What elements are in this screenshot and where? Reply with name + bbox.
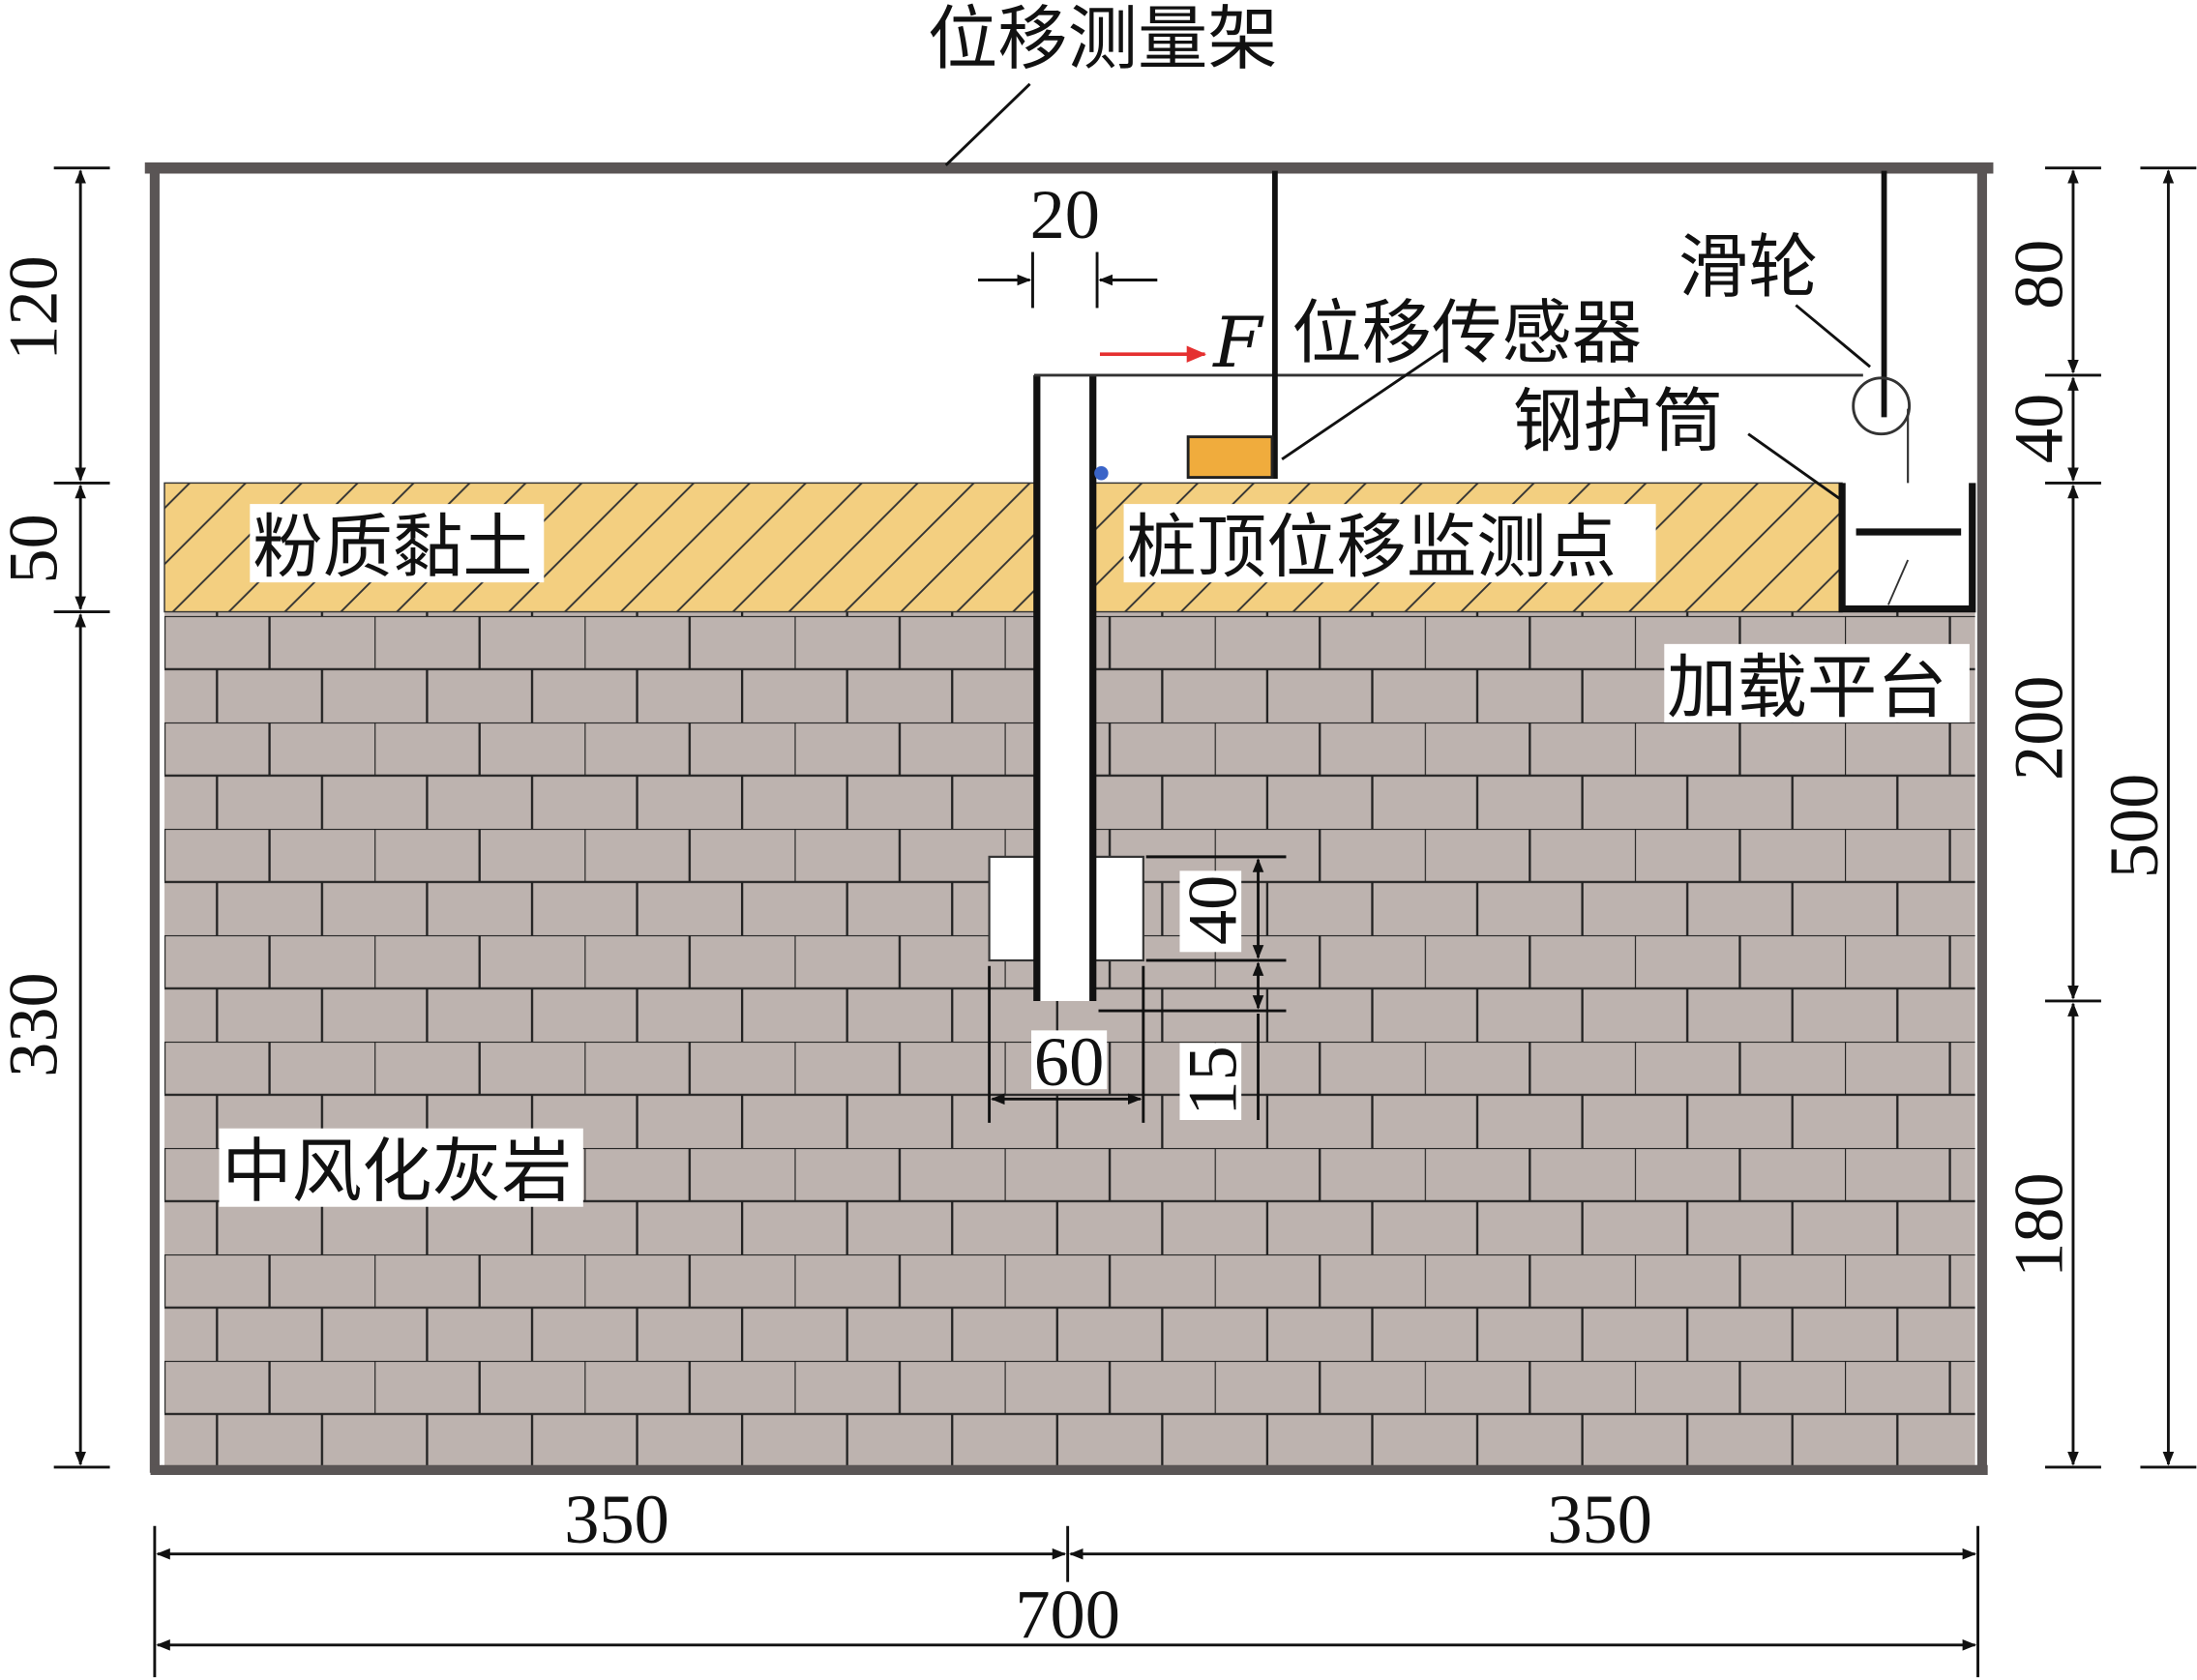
bottom-dimension-lines [153,1525,1979,1678]
label-bg [1031,1030,1108,1090]
dim-socket-height: 40 [1173,875,1251,945]
dim-right-180: 180 [2000,1172,2077,1278]
dim-bottom-left-350: 350 [564,1481,669,1558]
dim-pile-diameter: 20 [1030,176,1100,253]
label-bg [1123,504,1656,583]
dim-right-80: 80 [2000,240,2077,309]
dim-bottom-700: 700 [1015,1577,1120,1654]
monitor-point-label: 桩顶位移监测点 [1126,508,1617,589]
dim-right-500: 500 [2095,774,2173,879]
dim-socket-offset: 15 [1173,1046,1251,1115]
left-dimension-lines [53,166,110,1469]
label-bg [1179,870,1242,953]
dim-right-200: 200 [2000,675,2077,781]
label-bg [1664,643,1970,722]
pile-dimension-lines [978,251,1287,1123]
dim-bottom-right-350: 350 [1547,1481,1652,1558]
dim-left-330: 330 [0,972,73,1077]
monitor-point-dot [1094,466,1109,481]
casing-label: 钢护筒 [1513,381,1723,462]
right-dimension-lines [2045,166,2197,1469]
label-bg [250,504,545,583]
limestone-label: 中风化灰岩 [222,1132,572,1213]
loading-platform-label: 加载平台 [1667,647,1946,728]
model-pile [1033,374,1097,1001]
leader-lines [944,82,1871,500]
force-label: F [1211,303,1264,384]
dim-left-50: 50 [0,514,73,583]
label-bg [1179,1043,1242,1120]
casing-hatch [1887,559,1910,605]
pulley-label: 滑轮 [1678,227,1819,309]
displacement-sensor [1186,435,1274,480]
measurement-frame [144,162,1994,1475]
silty-clay-label: 粉质黏土 [252,508,532,589]
dim-right-40: 40 [2000,394,2077,463]
steel-casing [1838,483,1976,613]
dim-left-120: 120 [0,255,73,361]
sensor-label: 位移传感器 [1291,293,1642,374]
frame-label: 位移测量架 [928,0,1278,80]
label-bg [219,1128,583,1207]
dim-socket-width: 60 [1034,1023,1104,1101]
pulley [1852,376,1912,436]
